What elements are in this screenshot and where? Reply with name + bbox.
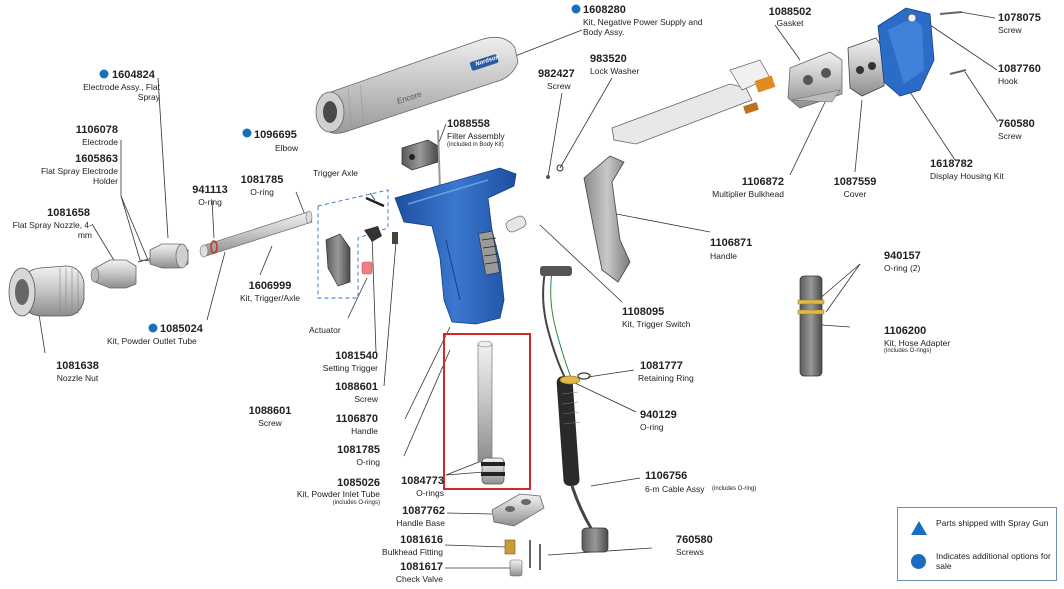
marker-dot	[571, 4, 581, 14]
legend-box: Parts shipped with Spray Gun Indicates a…	[897, 507, 1057, 581]
nozzle-nut-part	[8, 265, 85, 317]
elbow-part	[401, 139, 439, 171]
handle-base-part	[491, 493, 545, 527]
powder-inlet-highlight-box	[443, 333, 531, 490]
retaining-ring-part	[577, 372, 591, 380]
gun-body-part	[315, 36, 519, 134]
lock-washer-part	[556, 164, 564, 172]
legend-triangle-text: Parts shipped with Spray Gun	[936, 518, 1049, 528]
screws-part	[529, 540, 541, 570]
hose-adapter-part	[797, 275, 825, 377]
legend-dot-text: Indicates additional options for sale	[936, 551, 1051, 571]
flat-spray-nozzle-part	[90, 259, 137, 289]
screw-part	[546, 175, 550, 179]
cover-part	[847, 37, 885, 97]
display-housing-part	[877, 7, 967, 97]
powder-inlet-tube-part	[477, 340, 505, 485]
filter-assembly-part	[437, 129, 441, 191]
rear-handle-part	[583, 155, 631, 283]
callout-actuator: Actuator	[309, 325, 341, 335]
check-valve-part	[509, 559, 523, 577]
powder-outlet-tube-part	[199, 210, 313, 258]
callout-trigger-axle: Trigger Axle	[313, 168, 359, 178]
power-supply-part	[611, 59, 776, 145]
marker-dot	[242, 128, 252, 138]
marker-dot	[99, 69, 109, 79]
electrode-holder-part	[137, 243, 189, 269]
trigger-kit-part	[317, 189, 398, 299]
dot-icon	[911, 554, 926, 569]
triangle-icon	[911, 521, 927, 535]
cable-assembly-part	[540, 266, 609, 553]
leader-lines	[37, 11, 999, 569]
blue-handle-part	[394, 167, 517, 325]
marker-dot	[148, 323, 158, 333]
trigger-switch-part	[478, 215, 527, 276]
bulkhead-fitting-part	[504, 539, 516, 555]
multiplier-bulkhead-part	[787, 51, 843, 109]
